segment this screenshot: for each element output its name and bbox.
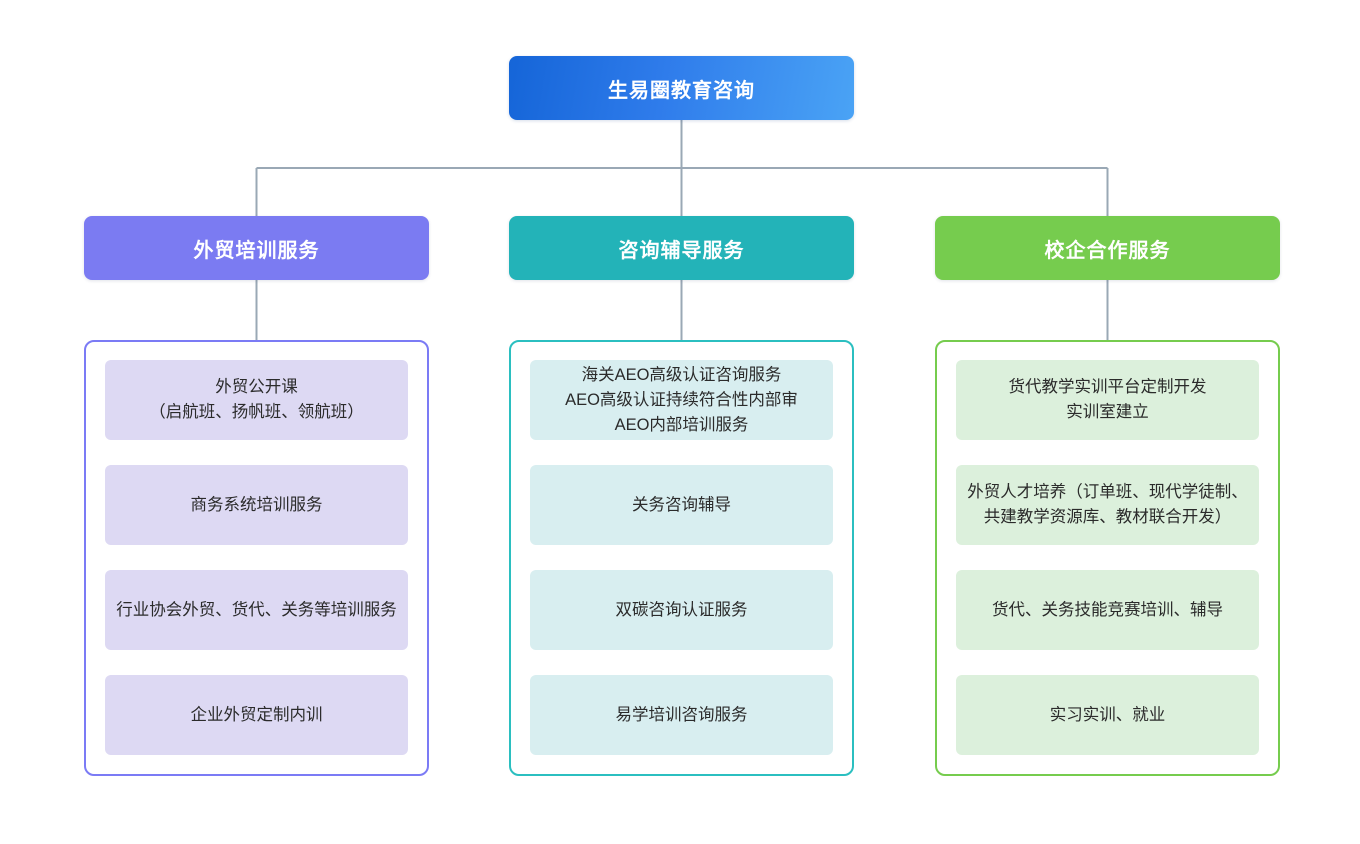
leaf-card-label: 商务系统培训服务 xyxy=(190,495,323,514)
category-header-1[interactable]: 咨询辅导服务 xyxy=(509,216,854,280)
leaf-card-label: 行业协会外贸、货代、关务等培训服务 xyxy=(116,600,397,619)
leaf-card-label: 实习实训、就业 xyxy=(1049,705,1166,724)
leaf-card[interactable]: 企业外贸定制内训 xyxy=(105,675,408,755)
category-header-label: 咨询辅导服务 xyxy=(618,239,745,262)
leaf-card[interactable]: 关务咨询辅导 xyxy=(530,465,833,545)
root-node[interactable]: 生易圈教育咨询 xyxy=(509,56,854,120)
category-header-2[interactable]: 校企合作服务 xyxy=(935,216,1280,280)
category-header-label: 校企合作服务 xyxy=(1044,239,1171,262)
leaf-card[interactable]: 外贸公开课 （启航班、扬帆班、领航班） xyxy=(105,360,408,440)
category-header-0[interactable]: 外贸培训服务 xyxy=(84,216,429,280)
category-header-label: 外贸培训服务 xyxy=(193,239,320,262)
leaf-card[interactable]: 货代、关务技能竞赛培训、辅导 xyxy=(956,570,1259,650)
leaf-card-label: 关务咨询辅导 xyxy=(632,495,731,514)
leaf-card-label: 外贸人才培养（订单班、现代学徒制、共建教学资源库、教材联合开发） xyxy=(967,483,1248,526)
leaf-card-label: 企业外贸定制内训 xyxy=(190,705,323,724)
leaf-card-label: 货代教学实训平台定制开发 实训室建立 xyxy=(1008,378,1207,421)
leaf-card-label: 海关AEO高级认证咨询服务 AEO高级认证持续符合性内部审 AEO内部培训服务 xyxy=(565,365,798,434)
leaf-card-label: 双碳咨询认证服务 xyxy=(615,600,748,619)
leaf-card-label: 货代、关务技能竞赛培训、辅导 xyxy=(992,600,1223,619)
group-box-0: 外贸公开课 （启航班、扬帆班、领航班） 商务系统培训服务 行业协会外贸、货代、关… xyxy=(84,340,429,776)
leaf-card-label: 易学培训咨询服务 xyxy=(615,705,748,724)
leaf-card-label: 外贸公开课 （启航班、扬帆班、领航班） xyxy=(149,378,364,421)
leaf-card[interactable]: 双碳咨询认证服务 xyxy=(530,570,833,650)
leaf-card[interactable]: 易学培训咨询服务 xyxy=(530,675,833,755)
group-box-1: 海关AEO高级认证咨询服务 AEO高级认证持续符合性内部审 AEO内部培训服务 … xyxy=(509,340,854,776)
leaf-card[interactable]: 行业协会外贸、货代、关务等培训服务 xyxy=(105,570,408,650)
root-node-label: 生易圈教育咨询 xyxy=(608,79,755,102)
leaf-card[interactable]: 外贸人才培养（订单班、现代学徒制、共建教学资源库、教材联合开发） xyxy=(956,465,1259,545)
group-box-2: 货代教学实训平台定制开发 实训室建立 外贸人才培养（订单班、现代学徒制、共建教学… xyxy=(935,340,1280,776)
leaf-card[interactable]: 商务系统培训服务 xyxy=(105,465,408,545)
leaf-card[interactable]: 实习实训、就业 xyxy=(956,675,1259,755)
leaf-card[interactable]: 海关AEO高级认证咨询服务 AEO高级认证持续符合性内部审 AEO内部培训服务 xyxy=(530,360,833,440)
leaf-card[interactable]: 货代教学实训平台定制开发 实训室建立 xyxy=(956,360,1259,440)
